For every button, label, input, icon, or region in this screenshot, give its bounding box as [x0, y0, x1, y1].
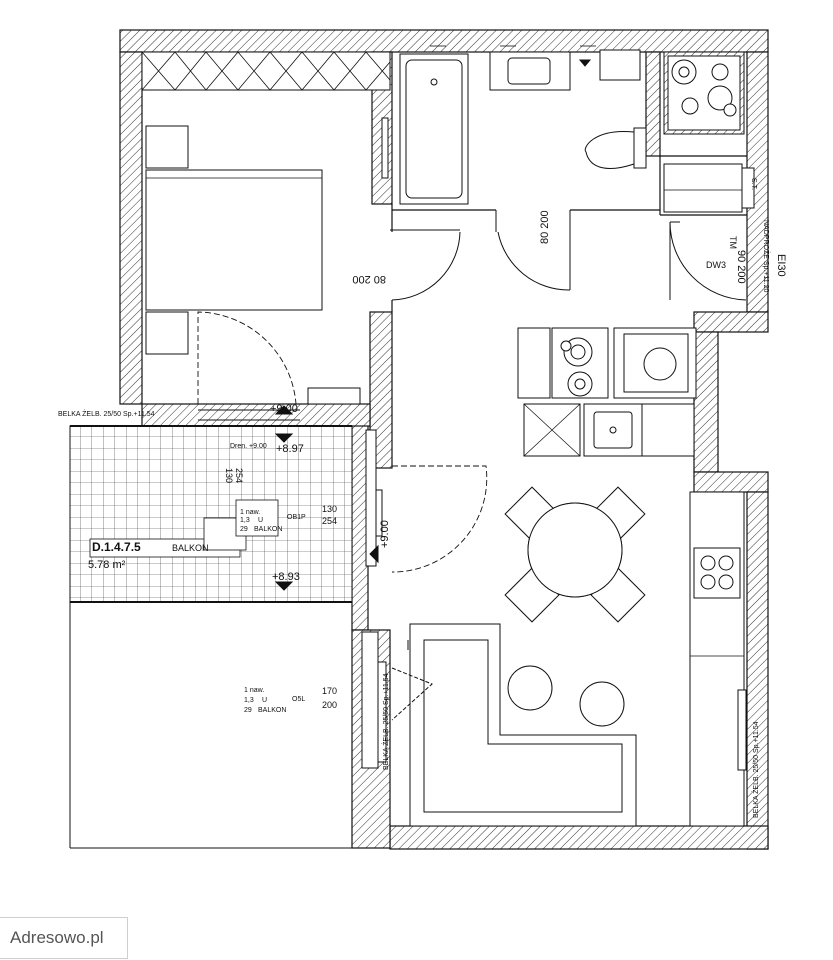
- nightstand-top: [145, 125, 189, 169]
- schedule-cell-3: U: [262, 697, 267, 704]
- walls: [119, 29, 769, 850]
- schedule-cell-2: 1,3: [244, 697, 254, 704]
- right-wall-pier: [693, 311, 769, 333]
- boiler-room: [663, 51, 755, 301]
- lintel-label: NADPROŻE Sp.+11.20: [762, 220, 771, 293]
- window-ob1p-h: 254: [322, 516, 337, 526]
- balcony-name: BALKON: [172, 543, 209, 553]
- balcony: [69, 425, 353, 603]
- window-ob1p-left-b: 254: [234, 468, 244, 483]
- beam-label-right: BELKA ŻELB. 25/50 Sp.+11.54: [751, 721, 760, 818]
- level-893: +8.93: [272, 571, 300, 583]
- schedule-cell-1: 1 naw.: [244, 687, 264, 694]
- schedule-cell-5: BALKON: [258, 707, 286, 714]
- window-ob1p-w: 130: [322, 504, 337, 514]
- left-wall: [119, 51, 143, 405]
- living-balcony-door: [391, 465, 488, 573]
- door-bedroom-size: 80 200: [352, 273, 386, 285]
- toilet-tank: [633, 127, 647, 169]
- wardrobe: [141, 51, 391, 91]
- balcony-id: D.1.4.7.5: [92, 540, 141, 554]
- window-o5l-h: 200: [322, 700, 337, 710]
- bedroom: [141, 51, 461, 421]
- sofa: [409, 623, 637, 827]
- drain-label: Dren. +9.00: [230, 443, 267, 450]
- level-897: +8.97: [276, 443, 304, 455]
- radiator-bedroom: [381, 117, 389, 179]
- ei30-tag: EI30: [775, 254, 787, 277]
- top-wall: [119, 29, 769, 53]
- right-wall-notch: [693, 331, 719, 473]
- beam-label-mid: BELKA ŻELB. 25/50 Sp.+11.54: [381, 673, 390, 770]
- bed: [145, 169, 323, 311]
- level-900-b: +9.00: [379, 520, 391, 548]
- labels: BELKA ŻELB. 25/50 Sp.+11.54 +9.00 +8.97 …: [58, 178, 787, 818]
- right-wall-mid: [693, 471, 769, 493]
- counter-right: [689, 491, 745, 827]
- fridge: [517, 327, 551, 399]
- schedule-cell-4: 29: [244, 707, 252, 714]
- bedroom-bottom-wall: [141, 403, 371, 427]
- level-marks: [274, 405, 379, 591]
- dining-table: [504, 486, 646, 623]
- beam-label-top: BELKA ŻELB. 25/50 Sp.+11.54: [58, 409, 155, 418]
- balcony-floor: [69, 425, 353, 603]
- window-ob1p-left-a: 130: [224, 468, 234, 483]
- level-900-a: +9.00: [270, 403, 298, 415]
- kitchen: [517, 327, 747, 827]
- bathroom: [399, 45, 647, 291]
- bottom-wall: [389, 825, 769, 850]
- schedule-r-cell-3: U: [258, 517, 263, 524]
- wc-wall: [645, 51, 661, 157]
- lower-left-outline: [69, 602, 352, 849]
- window-o5l-tag: O5L: [292, 696, 305, 703]
- nightstand-bottom: [145, 311, 189, 355]
- dw3-tag: DW3: [706, 260, 726, 270]
- door-dw3-size: 90 200: [735, 250, 747, 284]
- watermark-logo: Adresowo.pl: [0, 917, 128, 959]
- window-ob1p-tag: OB1P: [287, 514, 306, 521]
- kitchen-left-wall: [369, 311, 393, 469]
- window-o5l-w: 170: [322, 686, 337, 696]
- schedule-r-cell-5: BALKON: [254, 526, 282, 533]
- schedule-r-cell-2: 1,3: [240, 517, 250, 524]
- st-tag: S.T.: [750, 178, 757, 190]
- balcony-area: 5.78 m²: [88, 559, 126, 571]
- schedule-r-cell-1: 1 naw.: [240, 509, 260, 516]
- door-bath-size: 80 200: [539, 210, 551, 244]
- windows-left: [361, 429, 433, 769]
- partitions: [391, 155, 747, 312]
- tm-tag: TM: [728, 236, 738, 249]
- schedule-r-cell-4: 29: [240, 526, 248, 533]
